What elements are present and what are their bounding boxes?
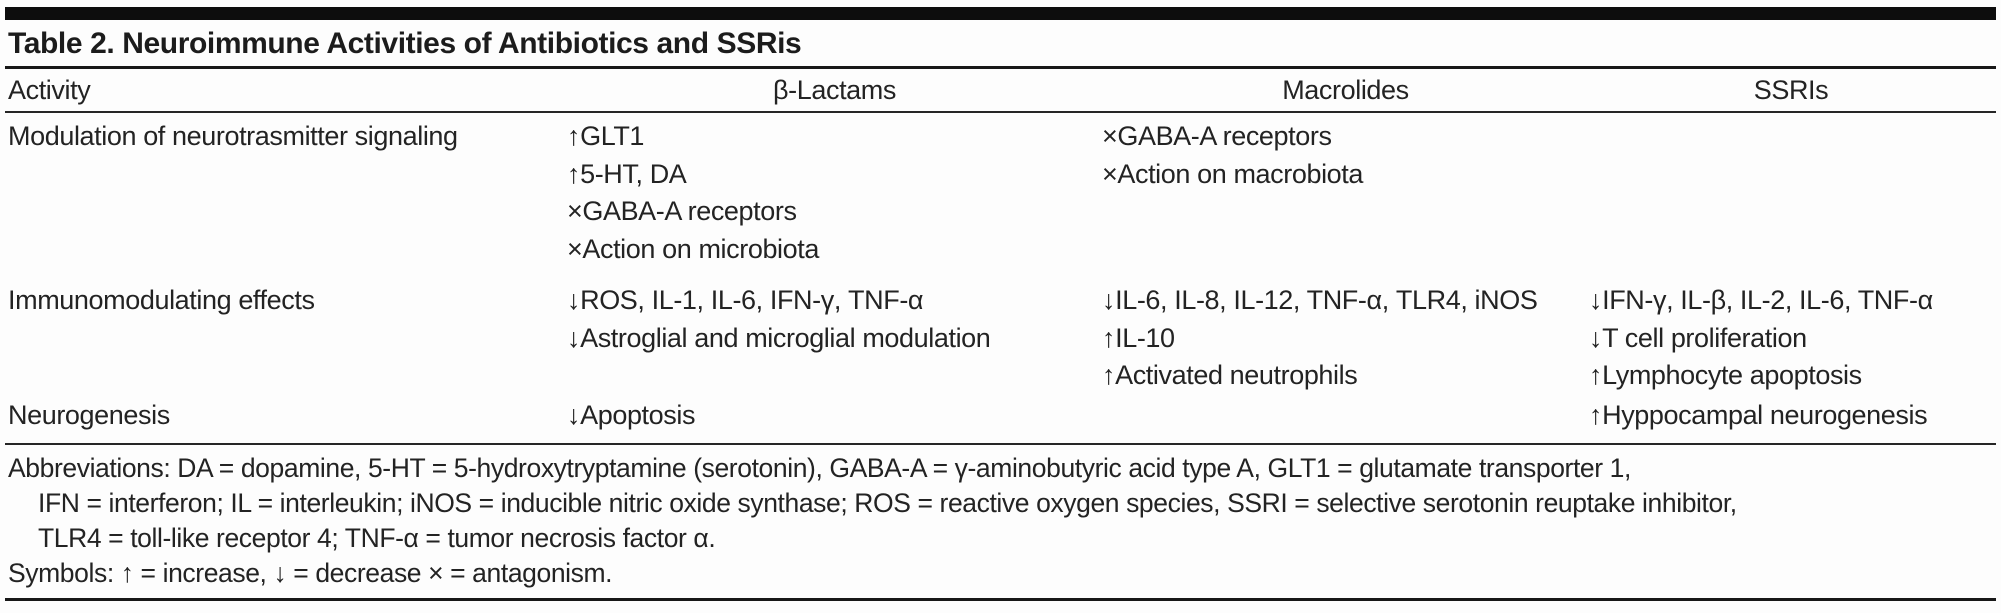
cell-line: ×Action on microbiota [567,233,819,264]
cell-line: ↑IL-10 [1102,322,1175,353]
divider-under-header [5,111,1996,113]
activity-cell: Modulation of neurotrasmitter signaling [8,121,458,151]
cell-line: ↑Hyppocampal neurogenesis [1589,399,1928,430]
cell-line: ↓Apoptosis [567,399,696,430]
ssris-cell: ↓IFN-γ, IL-β, IL-2, IL-6, TNF-α ↓T cell … [1589,282,1993,395]
macrolides-cell: ↓IL-6, IL-8, IL-12, TNF-α, TLR4, iNOS ↑I… [1102,282,1589,395]
cell-line: ×GABA-A receptors [567,196,797,226]
divider-above-footnotes [5,443,1996,445]
cell-line: ↓IL-6, IL-8, IL-12, TNF-α, TLR4, iNOS [1102,285,1538,315]
table-row: Modulation of neurotrasmitter signaling … [8,118,1993,268]
cell-line: ↑GLT1 [567,121,645,151]
cell-line: ↓ROS, IL-1, IL-6, IFN-γ, TNF-α [567,285,924,315]
footnote-abbreviations-line-3: TLR4 = toll-like receptor 4; TNF-α = tum… [38,523,716,553]
beta-lactams-cell: ↓ROS, IL-1, IL-6, IFN-γ, TNF-α ↓Astrogli… [567,282,1102,357]
column-header-row: Activity β-Lactams Macrolides SSRIs [0,69,2001,111]
cell-line: ↑5-HT, DA [567,158,687,189]
cell-line: ↓T cell proliferation [1589,322,1807,353]
top-black-bar [5,7,1996,20]
footnote-abbreviations-line-1: Abbreviations: DA = dopamine, 5-HT = 5-h… [8,453,1631,483]
table-row: Immunomodulating effects ↓ROS, IL-1, IL-… [8,282,1993,395]
table-row: Neurogenesis ↓Apoptosis ↑Hyppocampal neu… [8,397,1993,435]
activity-cell: Neurogenesis [8,399,170,430]
macrolides-cell: ×GABA-A receptors ×Action on macrobiota [1102,118,1589,193]
cell-line: ↑Lymphocyte apoptosis [1589,360,1862,390]
footnote-abbreviations-line-2: IFN = interferon; IL = interleukin; iNOS… [38,488,1737,518]
beta-lactams-cell: ↑GLT1 ↑5-HT, DA ×GABA-A receptors ×Actio… [567,118,1102,268]
cell-line: ↓IFN-γ, IL-β, IL-2, IL-6, TNF-α [1589,285,1933,315]
column-header-beta-lactams: β-Lactams [773,74,896,105]
footnotes: Abbreviations: DA = dopamine, 5-HT = 5-h… [0,445,2001,591]
cell-line: ↓Astroglial and microglial modulation [567,322,991,353]
cell-line: ↑Activated neutrophils [1102,360,1358,390]
column-header-activity: Activity [8,74,91,105]
column-header-ssris: SSRIs [1753,74,1829,105]
table-title: Table 2. Neuroimmune Activities of Antib… [8,27,802,60]
bottom-rule [5,598,1996,601]
table-body: Modulation of neurotrasmitter signaling … [0,113,2001,443]
column-header-macrolides: Macrolides [1282,74,1409,105]
divider-under-title [5,66,1996,69]
activity-cell: Immunomodulating effects [8,285,315,315]
beta-lactams-cell: ↓Apoptosis [567,397,1102,435]
cell-line: ×GABA-A receptors [1102,121,1332,151]
footnote-symbols-line: Symbols: ↑ = increase, ↓ = decrease × = … [8,558,613,588]
cell-line: ×Action on macrobiota [1102,158,1364,189]
ssris-cell: ↑Hyppocampal neurogenesis [1589,397,1993,435]
